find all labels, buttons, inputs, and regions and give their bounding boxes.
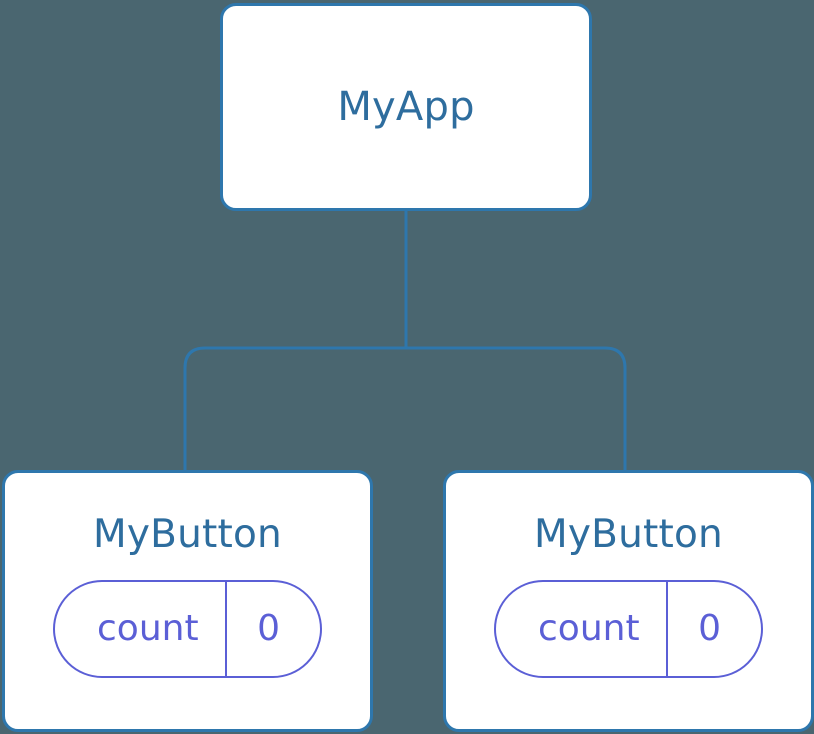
edge-to-child-left [183,346,406,470]
state-value: 0 [698,608,721,649]
node-mybutton-right[interactable]: MyButton count 0 [443,470,814,732]
state-divider [665,582,669,676]
node-title: MyApp [337,84,475,130]
node-mybutton-left[interactable]: MyButton count 0 [2,470,373,732]
node-title: MyButton [93,512,282,557]
state-divider [224,582,228,676]
node-myapp[interactable]: MyApp [220,3,592,211]
state-key: count [538,608,640,649]
state-badge[interactable]: count 0 [53,580,322,678]
node-title: MyButton [534,512,723,557]
state-badge[interactable]: count 0 [494,580,763,678]
state-key: count [97,608,199,649]
edge-to-child-right [406,346,627,470]
state-value: 0 [257,608,280,649]
